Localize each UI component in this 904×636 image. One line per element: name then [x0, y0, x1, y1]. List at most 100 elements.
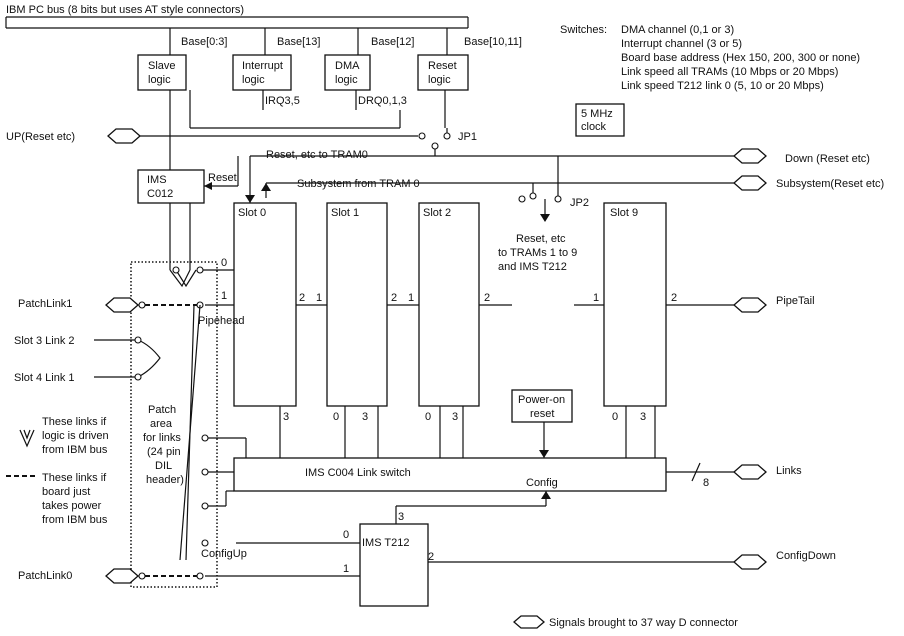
patch-pin-slot3	[134, 336, 142, 344]
patch-pin-c004-2	[201, 468, 209, 476]
jp2-pin-1	[518, 195, 526, 203]
slot3-slot4-patch-link	[137, 339, 161, 378]
logic-link-1	[169, 269, 191, 288]
jp1-label: JP1	[458, 131, 477, 143]
reset-logic-line2: logic	[428, 74, 451, 86]
t212-link1-num: 1	[343, 563, 349, 575]
legend-logic-links: These links if logic is driven from IBM …	[19, 416, 109, 456]
c004-config-label: Config	[526, 477, 558, 489]
slot-9-label: Slot 9	[610, 207, 638, 219]
legend-power-line4: from IBM bus	[42, 514, 108, 526]
slot0-link1-num: 1	[221, 290, 227, 302]
jp2-label: JP2	[570, 197, 589, 209]
legend-logic-line1: These links if	[42, 416, 107, 428]
slot-2-label: Slot 2	[423, 207, 451, 219]
poweron-line2: reset	[530, 408, 554, 420]
slot0-link2-num: 2	[299, 292, 305, 304]
up-signal-label: UP(Reset etc)	[6, 131, 75, 143]
reset-to-trams-line3: and IMS T212	[498, 261, 567, 273]
slot1-link3-num: 3	[362, 411, 368, 423]
legend-power-line3: takes power	[42, 500, 102, 512]
slot-1-block: Slot 1	[326, 202, 388, 407]
configdown-connector-icon	[733, 554, 767, 570]
legend-power-links: These links if board just takes power fr…	[6, 472, 108, 526]
slave-logic-block: Slave logic	[137, 54, 187, 91]
pipehead-label: Pipehead	[198, 315, 245, 327]
c012-line1: IMS	[147, 174, 167, 186]
down-signal-label: Down (Reset etc)	[785, 153, 870, 165]
poweron-line1: Power-on	[518, 394, 565, 406]
patchlink0-connector-icon	[105, 568, 139, 584]
patch-pin-c004-1	[201, 434, 209, 442]
dma-logic-line1: DMA	[335, 60, 360, 72]
patch-area-line2: area	[150, 418, 173, 430]
interrupt-logic-line1: Interrupt	[242, 60, 283, 72]
hatched-link-icon-inner	[23, 429, 31, 440]
t212-link2-num: 2	[428, 551, 434, 563]
irq-label: IRQ3,5	[265, 95, 300, 107]
patch-pin-slot4	[134, 373, 142, 381]
legend-logic-line2: logic is driven	[42, 430, 109, 442]
pipetail-connector-icon	[733, 297, 767, 313]
clock-line2: clock	[581, 121, 607, 133]
jp1-pin-1	[418, 132, 426, 140]
base-13-label: Base[13]	[277, 36, 320, 48]
t212-title: IMS T212	[362, 537, 410, 549]
c012-block: IMS C012	[137, 169, 205, 204]
slot2-link2-num: 2	[484, 292, 490, 304]
slot4-link1-label: Slot 4 Link 1	[14, 372, 75, 384]
switch-line-4: Link speed all TRAMs (10 Mbps or 20 Mbps…	[621, 66, 838, 78]
configup-label: ConfigUp	[201, 548, 247, 560]
patchlink0-label: PatchLink0	[18, 570, 72, 582]
switch-line-5: Link speed T212 link 0 (5, 10 or 20 Mbps…	[621, 80, 824, 92]
slot1-link2-num: 2	[391, 292, 397, 304]
dma-logic-line2: logic	[335, 74, 358, 86]
patch-pin-slot0-link0	[196, 266, 204, 274]
patch-pin-patchlink0	[138, 572, 146, 580]
d-connector-icon	[513, 615, 545, 629]
patch-area-line6: header)	[146, 474, 184, 486]
patch-area-line3: for links	[143, 432, 181, 444]
subsystem-signal-label: Subsystem(Reset etc)	[776, 178, 884, 190]
c012-reset-label: Reset	[208, 172, 237, 184]
switch-line-2: Interrupt channel (3 or 5)	[621, 38, 742, 50]
slot1-link1-num: 1	[316, 292, 322, 304]
switches-note: Switches: DMA channel (0,1 or 3) Interru…	[560, 24, 860, 92]
legend-connector: Signals brought to 37 way D connector	[513, 615, 738, 629]
interrupt-logic-block: Interrupt logic	[232, 54, 292, 91]
patchlink1-connector-icon	[105, 297, 139, 313]
jp2-pin-3	[554, 195, 562, 203]
patch-area-line4: (24 pin	[147, 446, 181, 458]
slot2-link3-num: 3	[452, 411, 458, 423]
patch-pin-t212-link1	[196, 572, 204, 580]
pipetail-label: PipeTail	[776, 295, 815, 307]
hatched-link-icon	[19, 429, 35, 448]
slot2-link0-num: 0	[425, 411, 431, 423]
slot-2-block: Slot 2	[418, 202, 480, 407]
legend-power-line1: These links if	[42, 472, 107, 484]
reset-to-trams-line2: to TRAMs 1 to 9	[498, 247, 577, 259]
reset-tram0-label: Reset, etc to TRAM0	[266, 149, 368, 161]
slot9-link2-num: 2	[671, 292, 677, 304]
slot2-link1-num: 1	[408, 292, 414, 304]
slot0-link3-num: 3	[283, 411, 289, 423]
subsystem-from-label: Subsystem from TRAM 0	[297, 178, 420, 190]
slot3-link2-label: Slot 3 Link 2	[14, 335, 75, 347]
slot-0-label: Slot 0	[238, 207, 266, 219]
switches-title: Switches:	[560, 24, 607, 36]
patch-pin-patchlink1	[138, 301, 146, 309]
legend-logic-line3: from IBM bus	[42, 444, 108, 456]
t212-link3-num: 3	[398, 511, 404, 523]
configdown-label: ConfigDown	[776, 550, 836, 562]
slot-9-block: Slot 9	[603, 202, 667, 407]
t212-block: IMS T212	[359, 523, 429, 607]
slot-1-label: Slot 1	[331, 207, 359, 219]
base-12-label: Base[12]	[371, 36, 414, 48]
power-on-reset-block: Power-on reset	[511, 389, 573, 423]
c012-line2: C012	[147, 188, 173, 200]
reset-logic-block: Reset logic	[417, 54, 469, 91]
patch-pin-c004-3	[201, 502, 209, 510]
t212-link0-num: 0	[343, 529, 349, 541]
legend-power-line2: board just	[42, 486, 90, 498]
